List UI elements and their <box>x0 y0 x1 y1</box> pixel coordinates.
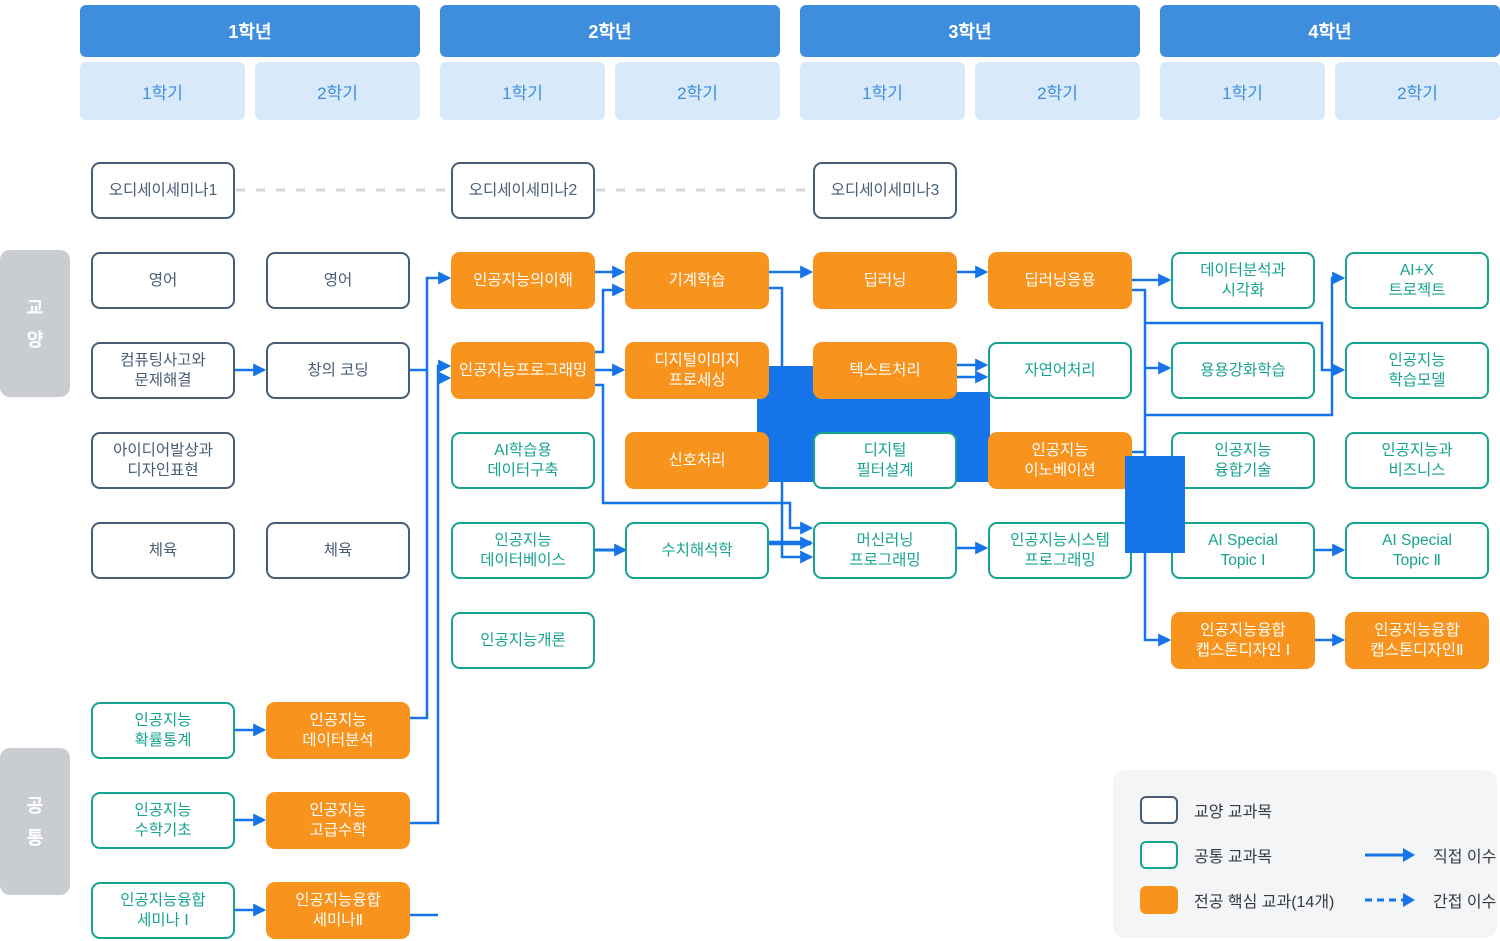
course-ai-fusion-tech: 인공지능 융합기술 <box>1171 432 1315 489</box>
course-ai-programming: 인공지능프로그래밍 <box>451 342 595 399</box>
legend-label-common: 공통 교과목 <box>1194 849 1273 866</box>
course-ai-business: 인공지능과 비즈니스 <box>1345 432 1489 489</box>
solid-arrow-icon <box>1365 848 1415 862</box>
course-data-analysis: 인공지능 데이터분석 <box>266 702 410 759</box>
semester-header-4-2: 2학기 <box>1335 62 1500 120</box>
direct-edge <box>1145 271 1346 417</box>
connector-blob <box>1125 456 1185 553</box>
course-dl-application: 딥러닝응용 <box>988 252 1132 309</box>
course-deep-learning: 딥러닝 <box>813 252 957 309</box>
course-ai-topic1: AI Special Topic Ⅰ <box>1171 522 1315 579</box>
course-aix-project: AI+X 트로젝트 <box>1345 252 1489 309</box>
course-data-viz: 데이터분석과 시각화 <box>1171 252 1315 309</box>
direct-edge <box>410 359 452 825</box>
semester-header-4-1: 1학기 <box>1160 62 1325 120</box>
course-pe1: 체육 <box>91 522 235 579</box>
side-tab-char: 교 <box>26 297 44 318</box>
course-machine-learning: 기계학습 <box>625 252 769 309</box>
course-fusion-sem2: 인공지능융합 세미나Ⅱ <box>266 882 410 939</box>
course-nlp: 자연어처리 <box>988 342 1132 399</box>
course-adv-math: 인공지능 고급수학 <box>266 792 410 849</box>
course-pe2: 체육 <box>266 522 410 579</box>
side-tab-char: 통 <box>26 827 44 848</box>
course-ai-system-prog: 인공지능시스템 프로그래밍 <box>988 522 1132 579</box>
year-header-3: 3학년 <box>800 5 1140 57</box>
semester-header-1-1: 1학기 <box>80 62 245 120</box>
course-fusion-sem1: 인공지능융합 세미나 Ⅰ <box>91 882 235 939</box>
course-ai-innovation: 인공지능 이노베이션 <box>988 432 1132 489</box>
direct-edge <box>595 283 626 354</box>
course-creative-coding: 창의 코딩 <box>266 342 410 399</box>
course-idea-design: 아이디어발상과 디자인표현 <box>91 432 235 489</box>
legend-label-core: 전공 핵심 교과(14개) <box>1194 894 1335 911</box>
course-eng1: 영어 <box>91 252 235 309</box>
legend-swatch-common <box>1140 841 1178 869</box>
course-ai-topic2: AI Special Topic Ⅱ <box>1345 522 1489 579</box>
course-digital-image: 디지털이미지 프로세싱 <box>625 342 769 399</box>
year-header-1: 1학년 <box>80 5 420 57</box>
course-ai-database: 인공지능 데이터베이스 <box>451 522 595 579</box>
side-tab-char: 양 <box>26 329 44 350</box>
course-math-basic: 인공지능 수학기초 <box>91 792 235 849</box>
semester-header-3-2: 2학기 <box>975 62 1140 120</box>
course-ai-learning-model: 인공지능 학습모델 <box>1345 342 1489 399</box>
legend-arrow-label: 직접 이수 <box>1433 849 1497 866</box>
legend-label-general: 교양 교과목 <box>1194 804 1273 821</box>
semester-header-2-2: 2학기 <box>615 62 780 120</box>
course-capstone2: 인공지능융합 캡스톤디자인Ⅱ <box>1345 612 1489 669</box>
course-reinforcement: 용용강화학습 <box>1171 342 1315 399</box>
course-comp-think: 컴퓨팅사고와 문제해결 <box>91 342 235 399</box>
course-ody1: 오디세이세미나1 <box>91 162 235 219</box>
semester-header-2-1: 1학기 <box>440 62 605 120</box>
semester-header-3-1: 1학기 <box>800 62 965 120</box>
course-numerical: 수치해석학 <box>625 522 769 579</box>
connector-blob <box>768 366 814 394</box>
course-ml-programming: 머신러닝 프로그래밍 <box>813 522 957 579</box>
course-capstone1: 인공지능융합 캡스톤디자인 Ⅰ <box>1171 612 1315 669</box>
course-ody3: 오디세이세미나3 <box>813 162 957 219</box>
course-text-proc: 텍스트처리 <box>813 342 957 399</box>
course-ai-intro: 인공지능개론 <box>451 612 595 669</box>
course-prob-stat: 인공지능 확률통계 <box>91 702 235 759</box>
direct-edge <box>1145 321 1346 377</box>
year-header-2: 2학년 <box>440 5 780 57</box>
dashed-arrow-icon <box>1365 893 1415 907</box>
legend-swatch-core <box>1140 886 1178 914</box>
course-digital-filter: 디지털 필터설계 <box>813 432 957 489</box>
direct-edge <box>769 286 814 564</box>
legend-arrow-label: 간접 이수 <box>1433 894 1497 911</box>
semester-header-1-2: 2학기 <box>255 62 420 120</box>
course-eng2: 영어 <box>266 252 410 309</box>
side-tab-char: 공 <box>26 795 44 816</box>
direct-edge <box>410 271 452 720</box>
legend-swatch-general <box>1140 796 1178 824</box>
course-signal-proc: 신호처리 <box>625 432 769 489</box>
course-ai-understanding: 인공지능의이해 <box>451 252 595 309</box>
direct-edge <box>595 383 814 535</box>
course-ody2: 오디세이세미나2 <box>451 162 595 219</box>
course-ai-data-build: AI학습용 데이터구축 <box>451 432 595 489</box>
year-header-4: 4학년 <box>1160 5 1500 57</box>
